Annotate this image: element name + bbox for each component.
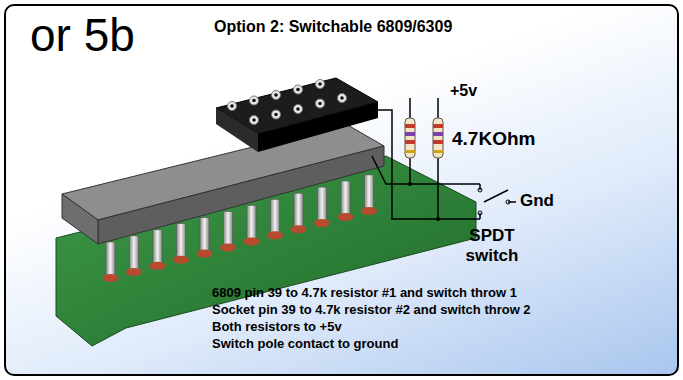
resistor-symbol: [405, 98, 415, 184]
ground-label: Gnd: [520, 191, 554, 211]
resistor-symbol: [433, 98, 443, 219]
diagram-title: Option 2: Switchable 6809/6309: [214, 18, 452, 36]
socket-end: [216, 108, 258, 152]
chip-illustration: [6, 6, 677, 374]
option-number: or 5b: [30, 8, 135, 62]
socket-side: [258, 102, 378, 152]
chip-pins: [103, 175, 378, 282]
note-text: Socket pin 39 to 4.7k resistor #2 and sw…: [212, 302, 531, 317]
resistor-value: 4.7KOhm: [452, 128, 535, 150]
diagram-frame: Option 2: Switchable 6809/6309 or 5b +5v 4.…: [4, 4, 679, 376]
voltage-label: +5v: [450, 82, 477, 100]
note-text: Switch pole contact to ground: [212, 336, 398, 351]
socket-holes: [228, 80, 347, 125]
note-text: 6809 pin 39 to 4.7k resistor #1 and swit…: [212, 285, 517, 300]
switch-label: SPDT switch: [462, 226, 522, 266]
wires: [370, 110, 516, 219]
chip-end: [62, 194, 98, 244]
note-text: Both resistors to +5v: [212, 319, 342, 334]
chip-side: [98, 146, 384, 244]
